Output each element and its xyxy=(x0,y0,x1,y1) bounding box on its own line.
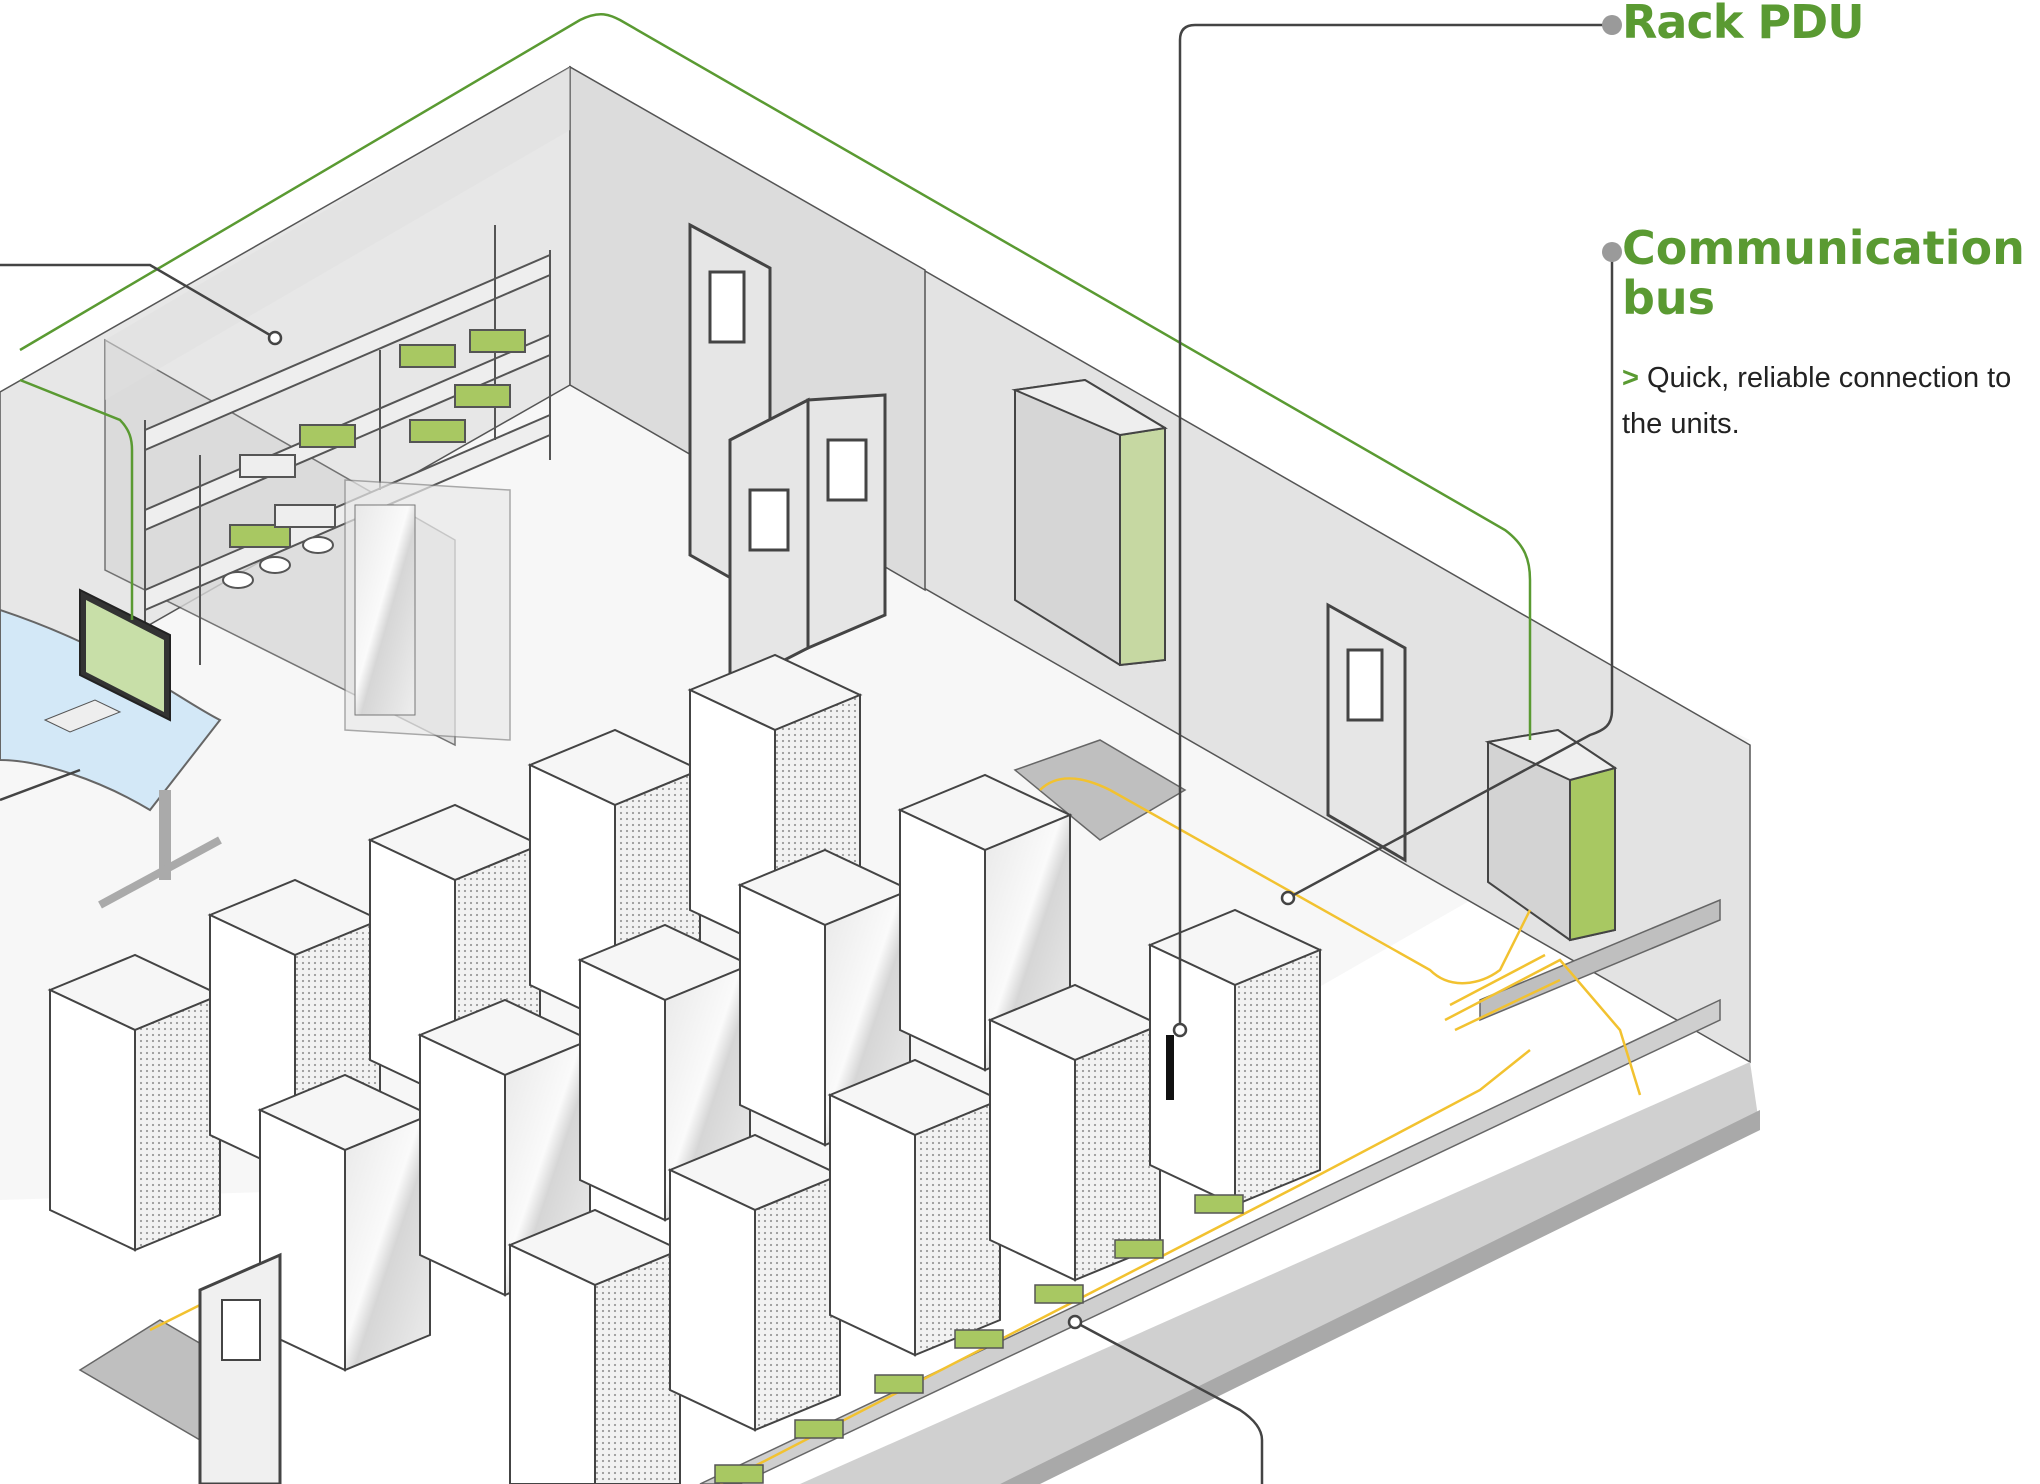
power-unit-icon xyxy=(1011,378,1618,942)
communication-bus-lines xyxy=(149,777,1642,1484)
communication-bus-description: > Quick, reliable connection to the unit… xyxy=(1622,355,2022,447)
leader-lines xyxy=(0,23,1614,1484)
bullet-marker: > xyxy=(1622,362,1639,394)
rack-pdu-title: Rack PDU xyxy=(1622,0,1865,49)
monitor-icon xyxy=(0,588,222,909)
floor-modules xyxy=(714,1194,1244,1484)
door-icon xyxy=(688,222,1407,863)
server-rack-icon xyxy=(507,908,1323,1484)
floor-band xyxy=(800,1062,1760,1484)
roof-wiring xyxy=(19,13,1532,740)
communication-bus-text: Quick, reliable connection to the units. xyxy=(1622,362,2012,440)
communication-bus-title: Communication bus xyxy=(1622,221,2025,325)
